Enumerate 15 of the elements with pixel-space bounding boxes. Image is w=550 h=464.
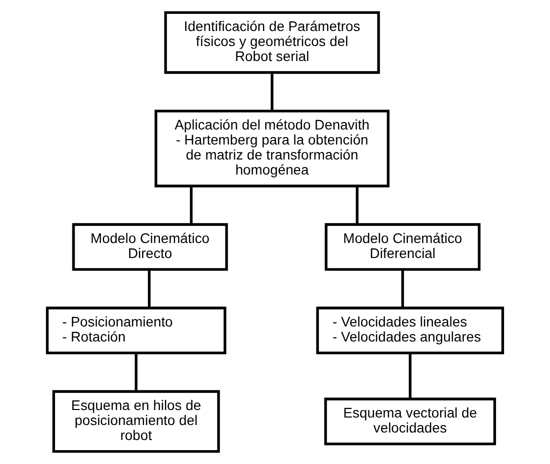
node-box: Modelo Cinemático Diferencial: [324, 223, 480, 271]
node-box: Aplicación del método Denavith - Hartemberg para la obtención de matriz de transformación homogénea: [154, 110, 390, 188]
node-box: Identificación de Parámetros físicos y geométricos del Robot serial: [164, 11, 380, 74]
connector: [356, 186, 358, 224]
node-box: Modelo Cinemático Directo: [72, 223, 228, 271]
connector: [408, 352, 412, 399]
node-box: Esquema vectorial de velocidades: [324, 398, 496, 446]
connector: [270, 72, 274, 111]
node-box: - Posicionamiento - Rotación: [46, 306, 226, 354]
connector: [148, 270, 151, 308]
connector: [401, 270, 404, 308]
connector: [190, 186, 193, 224]
node-box: - Velocidades lineales - Velocidades angulares: [316, 306, 504, 354]
connector: [134, 352, 138, 392]
node-box: Esquema en hilos de posicionamiento del robot: [52, 390, 220, 453]
